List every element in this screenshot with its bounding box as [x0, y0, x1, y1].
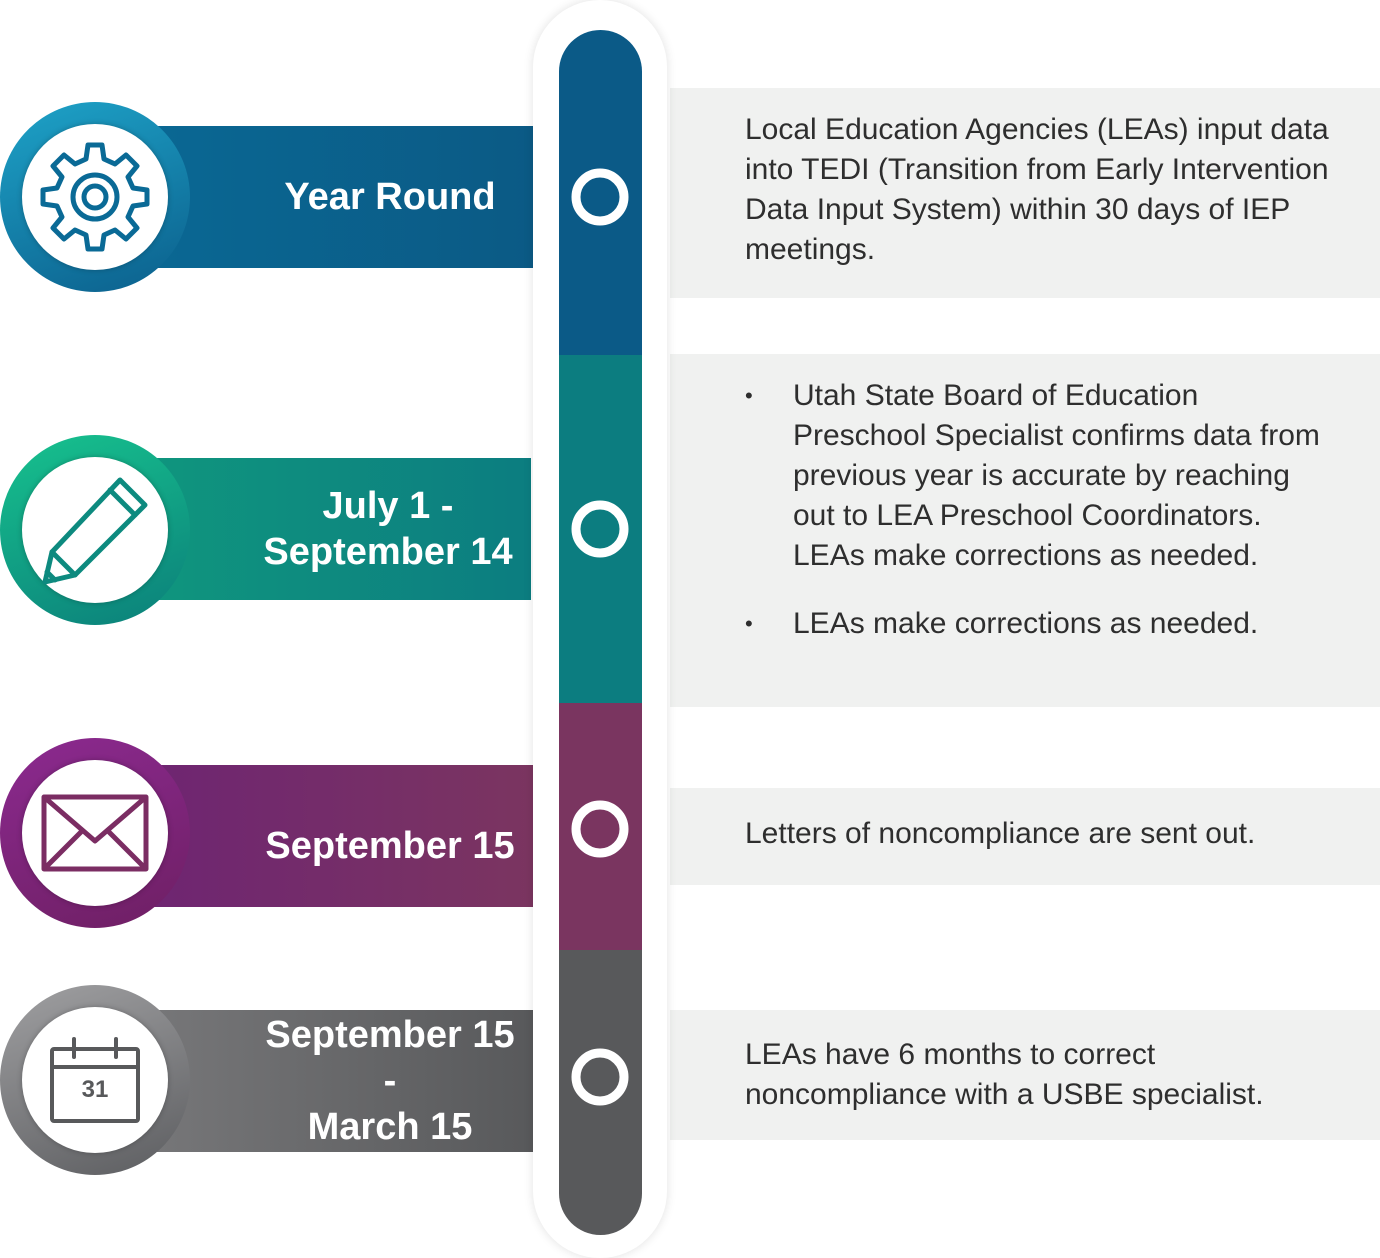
step-4-label: September 15 - March 15: [255, 1012, 525, 1150]
timeline-node-4: [571, 1048, 629, 1106]
step-4-description: LEAs have 6 months to correct noncomplia…: [745, 1038, 1264, 1111]
step-4-label-line-1: September 15 -: [265, 1014, 515, 1102]
step-2-icon-disc: [22, 457, 168, 603]
step-4-description-box: LEAs have 6 months to correct noncomplia…: [670, 1010, 1380, 1140]
timeline-node-3: [571, 800, 629, 858]
timeline-node-2: [571, 500, 629, 558]
step-3-description: Letters of noncompliance are sent out.: [745, 817, 1256, 850]
step-2-label: July 1 - September 14: [255, 483, 521, 575]
step-3-label: September 15: [265, 825, 515, 867]
step-2-icon-badge: [0, 435, 190, 625]
step-3-icon-badge: [0, 738, 190, 928]
step-1-label: Year Round: [284, 176, 496, 218]
step-2-label-line-1: July 1 -: [322, 485, 454, 527]
pencil-icon: [42, 477, 148, 585]
step-1-description-box: Local Education Agencies (LEAs) input da…: [670, 88, 1380, 298]
step-2-label-line-2: September 14: [263, 531, 513, 573]
step-2-bullet-1: Utah State Board of Education Preschool …: [745, 376, 1330, 576]
step-2-bullet-list: Utah State Board of Education Preschool …: [745, 376, 1330, 644]
step-4-label-line-2: March 15: [307, 1106, 473, 1148]
step-4-icon-badge: 31: [0, 985, 190, 1175]
calendar-icon: 31: [48, 1035, 142, 1125]
envelope-icon: [41, 794, 149, 872]
calendar-day-number: 31: [81, 1076, 109, 1103]
timeline-node-1: [571, 168, 629, 226]
step-2-bullet-2: LEAs make corrections as needed.: [745, 604, 1330, 644]
step-3-icon-disc: [22, 760, 168, 906]
step-4-icon-disc: 31: [22, 1007, 168, 1153]
step-1-icon-badge: [0, 102, 190, 292]
gear-icon: [40, 142, 150, 252]
step-2-description-box: Utah State Board of Education Preschool …: [670, 354, 1380, 707]
step-1-description: Local Education Agencies (LEAs) input da…: [745, 113, 1329, 266]
timeline-segment-4: [559, 950, 642, 1235]
calendar-outline-icon: [50, 1037, 140, 1123]
step-3-description-box: Letters of noncompliance are sent out.: [670, 788, 1380, 885]
step-1-icon-disc: [22, 124, 168, 270]
